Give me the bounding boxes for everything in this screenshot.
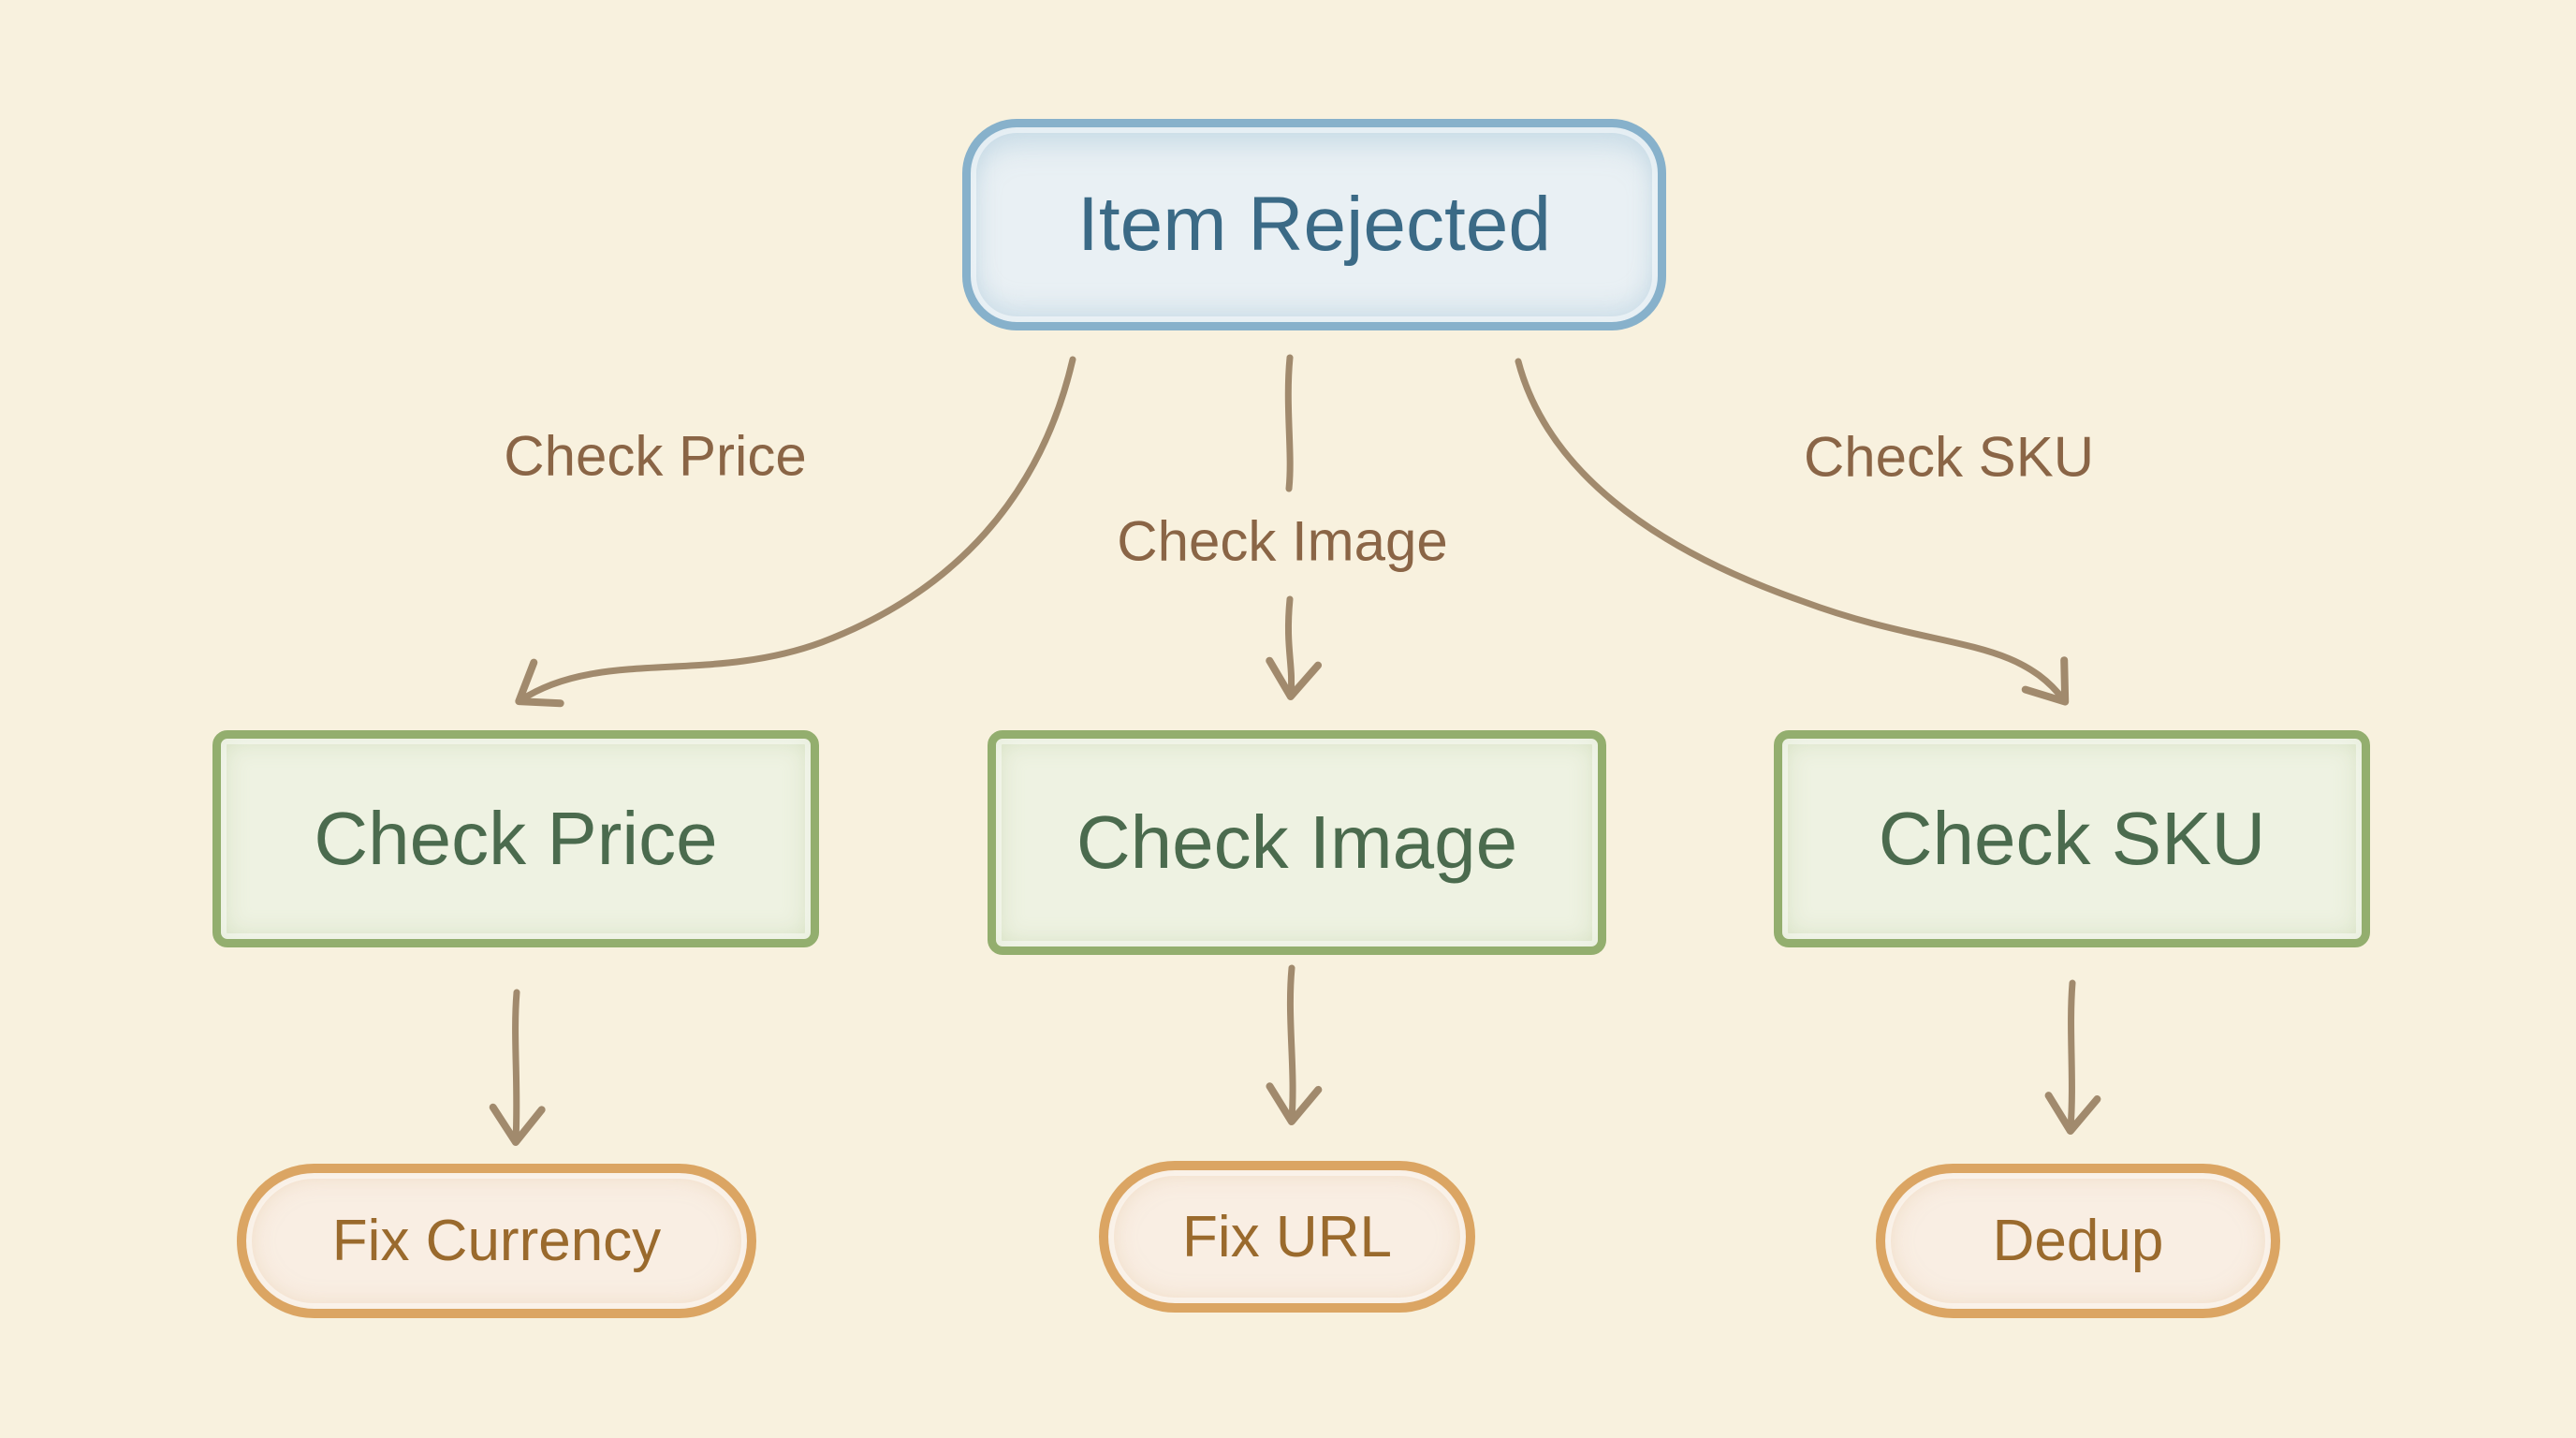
- edge-root-to-check-image-upper-segment: [1284, 354, 1294, 492]
- node-check-price: Check Price: [212, 730, 819, 947]
- edge-root-to-check-sku: [1515, 358, 2070, 706]
- edge-check-sku-to-dedup: [2044, 979, 2101, 1135]
- node-dedup: Dedup: [1876, 1164, 2280, 1318]
- edge-root-to-check-price: [515, 356, 1076, 708]
- edge-root-to-check-image-lower-segment: [1266, 595, 1323, 700]
- edge-label-check-image: Check Image: [1117, 509, 1448, 573]
- edge-label-check-price: Check Price: [504, 424, 807, 488]
- node-fix-currency: Fix Currency: [237, 1164, 756, 1318]
- edge-check-price-to-fix-currency: [489, 989, 546, 1146]
- edge-label-check-sku: Check SKU: [1803, 425, 2095, 489]
- node-item-rejected: Item Rejected: [962, 119, 1666, 330]
- edge-check-image-to-fix-url: [1266, 964, 1323, 1125]
- node-fix-url: Fix URL: [1099, 1161, 1475, 1313]
- node-check-image: Check Image: [988, 730, 1606, 955]
- node-check-sku: Check SKU: [1774, 730, 2370, 947]
